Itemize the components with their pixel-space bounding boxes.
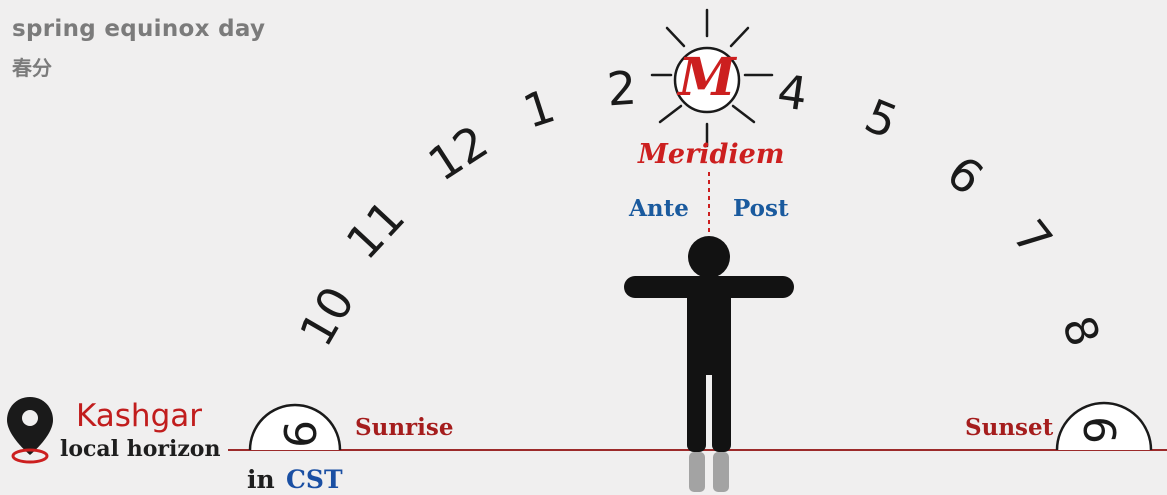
person-reflection: [689, 452, 729, 492]
local-horizon-label: local horizon: [60, 436, 220, 462]
title-english: spring equinox day: [12, 16, 265, 42]
location-pin-icon: [7, 397, 53, 462]
hour-label-1: 1: [517, 78, 562, 138]
hour-label-8: 8: [1052, 310, 1109, 352]
hour-label-5: 5: [858, 88, 905, 149]
title-chinese: 春分: [12, 52, 52, 81]
hour-label-6: 6: [937, 145, 993, 206]
hour-label-12: 12: [419, 114, 498, 191]
sunset-label: Sunset: [965, 414, 1053, 441]
post-label: Post: [733, 195, 789, 222]
hour-label-2: 2: [605, 61, 638, 117]
hour-label-9-sunset-hour: 9: [1076, 416, 1127, 444]
sunrise-label: Sunrise: [355, 414, 454, 441]
hour-label-4: 4: [774, 64, 811, 122]
city-label: Kashgar: [76, 398, 202, 434]
timezone-label: CST: [286, 465, 343, 494]
hour-label-9-sunrise-hour: 9: [273, 420, 324, 448]
ante-label: Ante: [629, 195, 689, 222]
hour-label-11: 11: [336, 190, 415, 270]
person-figure-icon: [624, 236, 794, 452]
meridian-symbol: M: [671, 52, 743, 104]
meridiem-label: Meridiem: [638, 139, 784, 170]
hour-label-10: 10: [289, 277, 365, 355]
hour-label-7: 7: [1002, 210, 1063, 266]
timezone-prefix: in: [247, 465, 275, 494]
